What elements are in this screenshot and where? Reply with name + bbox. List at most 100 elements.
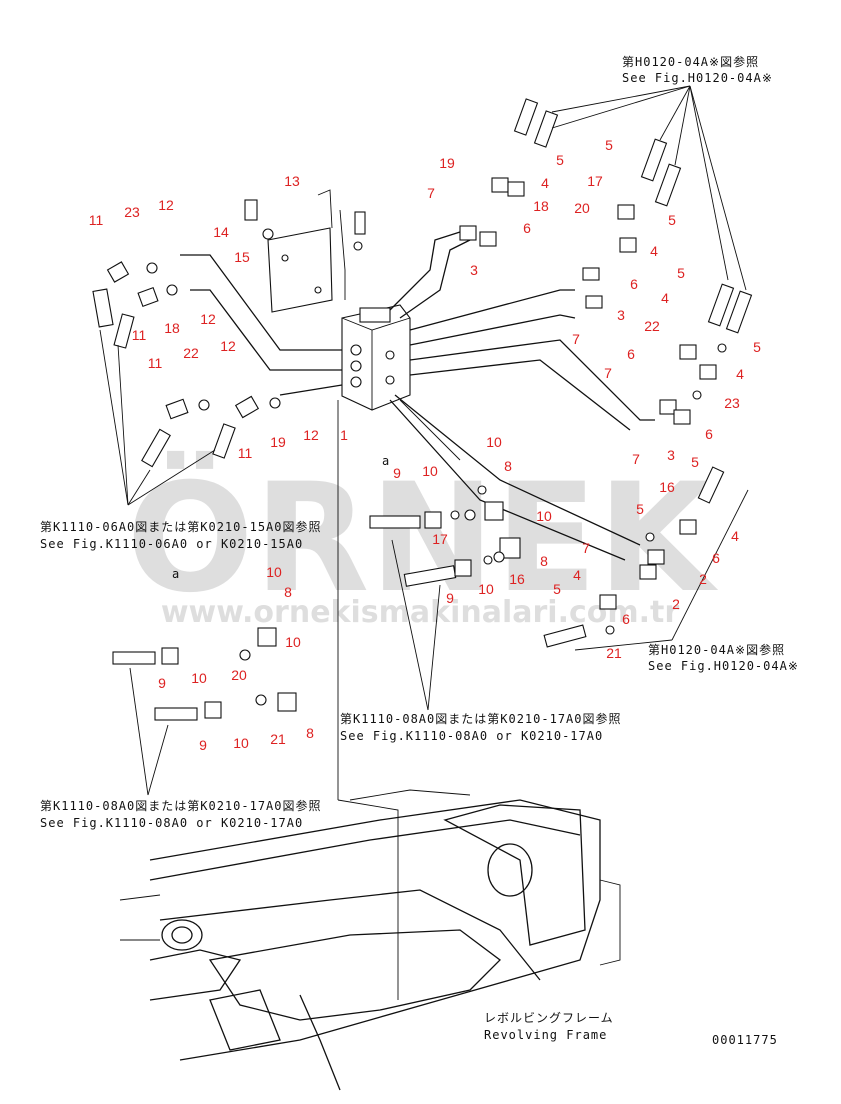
- callout-number: 19: [439, 155, 455, 171]
- callout-number: 10: [486, 434, 502, 450]
- callout-number: 7: [572, 331, 580, 347]
- callout-number: 11: [89, 212, 104, 228]
- callout-number: 8: [284, 584, 292, 600]
- callout-number: 23: [124, 204, 140, 220]
- callout-labels: 1223334444445555555566666677777888899991…: [89, 137, 761, 753]
- callout-number: 5: [605, 137, 613, 153]
- ref-right-jp: 第H0120-04A※図参照: [648, 642, 785, 657]
- watermark-url: www.ornekismakinalari.com.tr: [161, 595, 680, 630]
- callout-number: 22: [183, 345, 199, 361]
- callout-number: 21: [270, 731, 286, 747]
- callout-number: 10: [536, 508, 552, 524]
- ref-top-en: See Fig.H0120-04A※: [622, 71, 773, 85]
- frame-label-en: Revolving Frame: [484, 1028, 607, 1042]
- ref-top-jp: 第H0120-04A※図参照: [622, 54, 759, 69]
- callout-number: 4: [541, 175, 549, 191]
- callout-number: 21: [606, 645, 622, 661]
- fittings: [92, 98, 753, 721]
- callout-number: 15: [234, 249, 250, 265]
- watermark-brand: ÖRNEK: [126, 450, 718, 626]
- ref-mid-en: See Fig.K1110-08A0 or K0210-17A0: [340, 729, 603, 743]
- callout-number: 4: [731, 528, 739, 544]
- callout-number: 4: [650, 243, 658, 259]
- ref-mid-jp: 第K1110-08A0図または第K0210-17A0図参照: [340, 711, 622, 726]
- callout-number: 19: [270, 434, 286, 450]
- callout-number: 5: [668, 212, 676, 228]
- callout-number: 4: [661, 290, 669, 306]
- callout-number: 7: [582, 540, 590, 556]
- callout-number: 5: [753, 339, 761, 355]
- callout-number: 10: [266, 564, 282, 580]
- callout-number: 9: [393, 465, 401, 481]
- callout-number: 10: [422, 463, 438, 479]
- watermark: ÖRNEK www.ornekismakinalari.com.tr: [126, 450, 718, 630]
- ref-right-en: See Fig.H0120-04A※: [648, 659, 799, 673]
- callout-number: 20: [231, 667, 247, 683]
- callout-number: 5: [677, 265, 685, 281]
- callout-number: 6: [712, 550, 720, 566]
- ref-bottom-left-en: See Fig.K1110-08A0 or K0210-17A0: [40, 816, 303, 830]
- callout-number: 8: [306, 725, 314, 741]
- ref-left-en: See Fig.K1110-06A0 or K0210-15A0: [40, 537, 303, 551]
- callout-number: 1: [340, 427, 348, 443]
- callout-number: 11: [132, 327, 147, 343]
- callout-number: 22: [644, 318, 660, 334]
- valve-block: [341, 304, 411, 411]
- callout-number: 12: [220, 338, 236, 354]
- callout-number: 9: [158, 675, 166, 691]
- view-mark-a: a: [382, 454, 390, 468]
- callout-number: 14: [213, 224, 229, 240]
- ref-left-jp: 第K1110-06A0図または第K0210-15A0図参照: [40, 519, 322, 534]
- callout-number: 8: [504, 458, 512, 474]
- callout-number: 5: [553, 581, 561, 597]
- callout-number: 7: [427, 185, 435, 201]
- callout-number: 4: [573, 567, 581, 583]
- callout-number: 17: [432, 531, 448, 547]
- revolving-frame-drawing: [119, 770, 621, 1091]
- callout-number: 20: [574, 200, 590, 216]
- callout-number: 12: [303, 427, 319, 443]
- callout-number: 13: [284, 173, 300, 189]
- callout-number: 2: [672, 596, 680, 612]
- callout-number: 3: [470, 262, 478, 278]
- callout-number: 16: [659, 479, 675, 495]
- ref-bottom-left-jp: 第K1110-08A0図または第K0210-17A0図参照: [40, 798, 322, 813]
- callout-number: 5: [556, 152, 564, 168]
- callout-number: 12: [200, 311, 216, 327]
- callout-number: 5: [691, 454, 699, 470]
- callout-number: 6: [705, 426, 713, 442]
- callout-number: 9: [446, 590, 454, 606]
- callout-number: 11: [238, 445, 253, 461]
- callout-number: 6: [523, 220, 531, 236]
- callout-number: 7: [632, 451, 640, 467]
- callout-number: 6: [627, 346, 635, 362]
- callout-number: 10: [191, 670, 207, 686]
- callout-number: 4: [736, 366, 744, 382]
- callout-number: 6: [622, 611, 630, 627]
- bracket: [244, 189, 366, 313]
- callout-number: 12: [158, 197, 174, 213]
- callout-number: 3: [617, 307, 625, 323]
- callout-number: 16: [509, 571, 525, 587]
- callout-number: 8: [540, 553, 548, 569]
- callout-number: 11: [148, 355, 163, 371]
- callout-number: 3: [667, 447, 675, 463]
- callout-number: 2: [699, 571, 707, 587]
- callout-number: 10: [285, 634, 301, 650]
- callout-number: 23: [724, 395, 740, 411]
- callout-number: 10: [478, 581, 494, 597]
- callout-number: 6: [630, 276, 638, 292]
- callout-number: 18: [164, 320, 180, 336]
- callout-number: 7: [604, 365, 612, 381]
- callout-number: 18: [533, 198, 549, 214]
- frame-label-jp: レボルビングフレーム: [484, 1011, 614, 1025]
- callout-number: 9: [199, 737, 207, 753]
- callout-number: 5: [636, 501, 644, 517]
- drawing-number: 00011775: [712, 1033, 778, 1047]
- hydraulic-lines: [180, 231, 655, 770]
- view-mark-a-detail: a: [172, 567, 180, 581]
- callout-number: 10: [233, 735, 249, 751]
- callout-number: 17: [587, 173, 603, 189]
- reference-leaders: [99, 85, 749, 796]
